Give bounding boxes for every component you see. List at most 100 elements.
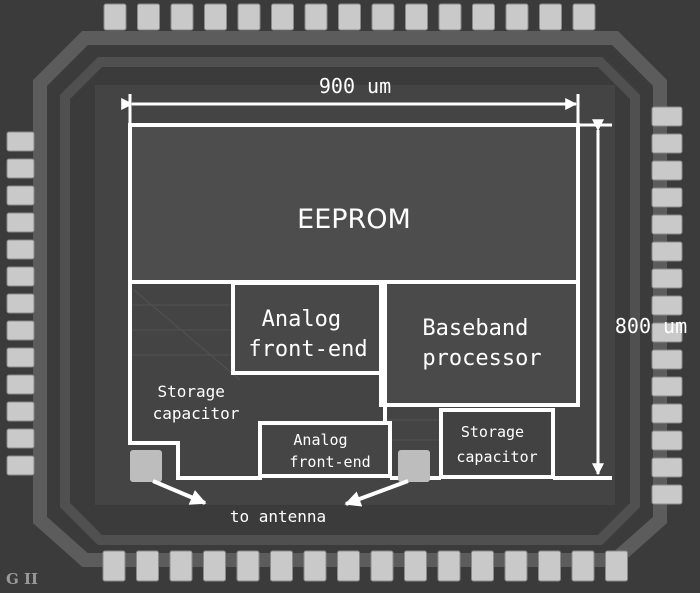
bond-pad: [651, 322, 683, 343]
bond-pad: [471, 550, 494, 582]
bond-pad: [651, 403, 683, 424]
width-dimension-label: 900 um: [319, 74, 391, 98]
storage-capacitor-right-block: [441, 410, 553, 477]
bond-pad: [136, 550, 159, 582]
bond-pad: [651, 430, 683, 451]
height-dimension-label: 800 um: [615, 314, 687, 338]
bond-pad: [504, 550, 528, 582]
bond-pad: [651, 349, 683, 370]
bond-pads-right: [651, 106, 683, 505]
analog-frontend-bottom-outline: [258, 421, 392, 478]
storage-right-line2: capacitor: [456, 448, 537, 466]
bond-pad: [651, 241, 683, 262]
bond-pads-left: [6, 131, 35, 476]
storage-right-line1: Storage: [461, 423, 524, 441]
baseband-line1: Baseband: [422, 316, 528, 341]
bond-pad: [651, 160, 683, 181]
bond-pad: [102, 550, 126, 582]
bond-pad: [338, 3, 361, 31]
eeprom-block: [128, 123, 580, 284]
storage-left-line1: Storage: [157, 382, 224, 401]
storage-left-line2: capacitor: [153, 404, 240, 423]
bond-pad: [236, 550, 260, 582]
storage-capacitor-left-label: Storage capacitor: [153, 382, 240, 423]
bond-pad: [651, 295, 683, 316]
antenna-label: to antenna: [230, 507, 326, 526]
bond-pad: [203, 550, 226, 582]
baseband-line2: processor: [422, 346, 541, 371]
bond-pad: [505, 3, 529, 31]
bond-pad: [6, 455, 35, 476]
bond-pad: [651, 214, 683, 235]
bond-pad: [571, 550, 595, 582]
bond-pad: [651, 376, 683, 397]
bond-pad: [6, 374, 35, 395]
analog-frontend-top-block: [233, 283, 381, 373]
bond-pad: [6, 347, 35, 368]
antenna-arrow-left: [152, 479, 207, 505]
antenna-pad-right: [398, 450, 430, 482]
bond-pad: [6, 320, 35, 341]
bond-pad: [204, 3, 227, 31]
bond-pad: [6, 428, 35, 449]
bond-pad: [651, 484, 683, 505]
inner-metal-ring: [60, 57, 640, 545]
bond-pad: [271, 3, 294, 31]
analog-frontend-top-outline: [231, 281, 383, 375]
bond-pad: [651, 268, 683, 289]
analog-frontend-top-line1: Analog: [262, 307, 341, 332]
bond-pad: [6, 185, 35, 206]
analog-frontend-bottom-label: Analog front-end: [289, 431, 370, 471]
bond-pad: [6, 239, 35, 260]
eeprom-label: EEPROM: [297, 204, 411, 235]
bond-pad: [6, 212, 35, 233]
bond-pad: [405, 3, 428, 31]
bond-pad: [539, 3, 562, 31]
bond-pad: [6, 158, 35, 179]
analog-frontend-top-label: Analog front-end: [248, 307, 367, 362]
bond-pad: [6, 131, 35, 152]
analog-frontend-bottom-block: [260, 423, 390, 476]
bond-pad: [651, 133, 683, 154]
antenna-arrow-right: [344, 479, 409, 507]
bond-pad: [472, 3, 495, 31]
storage-capacitor-right-outline: [439, 408, 555, 479]
bond-pad: [170, 3, 194, 31]
bond-pads-bottom: [102, 550, 628, 582]
bond-pad: [103, 3, 127, 31]
bond-pad: [270, 550, 293, 582]
bond-pads-top: [103, 3, 596, 31]
bond-pad: [6, 266, 35, 287]
analog-frontend-top-line2: front-end: [248, 337, 367, 362]
bond-pad: [572, 3, 596, 31]
bond-pad: [137, 3, 160, 31]
bond-pad: [438, 3, 462, 31]
block-outlines: [128, 281, 612, 480]
bond-pad: [437, 550, 461, 582]
bond-pad: [651, 187, 683, 208]
bond-pad: [370, 550, 394, 582]
bond-pad: [304, 3, 328, 31]
analog-frontend-bottom-line2: front-end: [289, 453, 370, 471]
corner-mark: G II: [6, 570, 38, 588]
analog-frontend-bottom-line1: Analog: [293, 431, 347, 449]
bond-pad: [303, 550, 327, 582]
bond-pad: [169, 550, 193, 582]
bond-pad: [605, 550, 628, 582]
bond-pad: [337, 550, 360, 582]
bond-pad: [371, 3, 395, 31]
bond-pad: [237, 3, 261, 31]
bond-pad: [651, 457, 683, 478]
baseband-block: [385, 285, 578, 405]
baseband-label: Baseband processor: [422, 316, 541, 371]
baseband-outline: [383, 282, 580, 407]
bond-pad: [6, 401, 35, 422]
storage-capacitor-right-label: Storage capacitor: [456, 423, 537, 466]
antenna-pad-left: [130, 450, 162, 482]
bond-pad: [6, 293, 35, 314]
bond-pad: [651, 106, 683, 127]
bond-pad: [538, 550, 561, 582]
bond-pad: [404, 550, 427, 582]
